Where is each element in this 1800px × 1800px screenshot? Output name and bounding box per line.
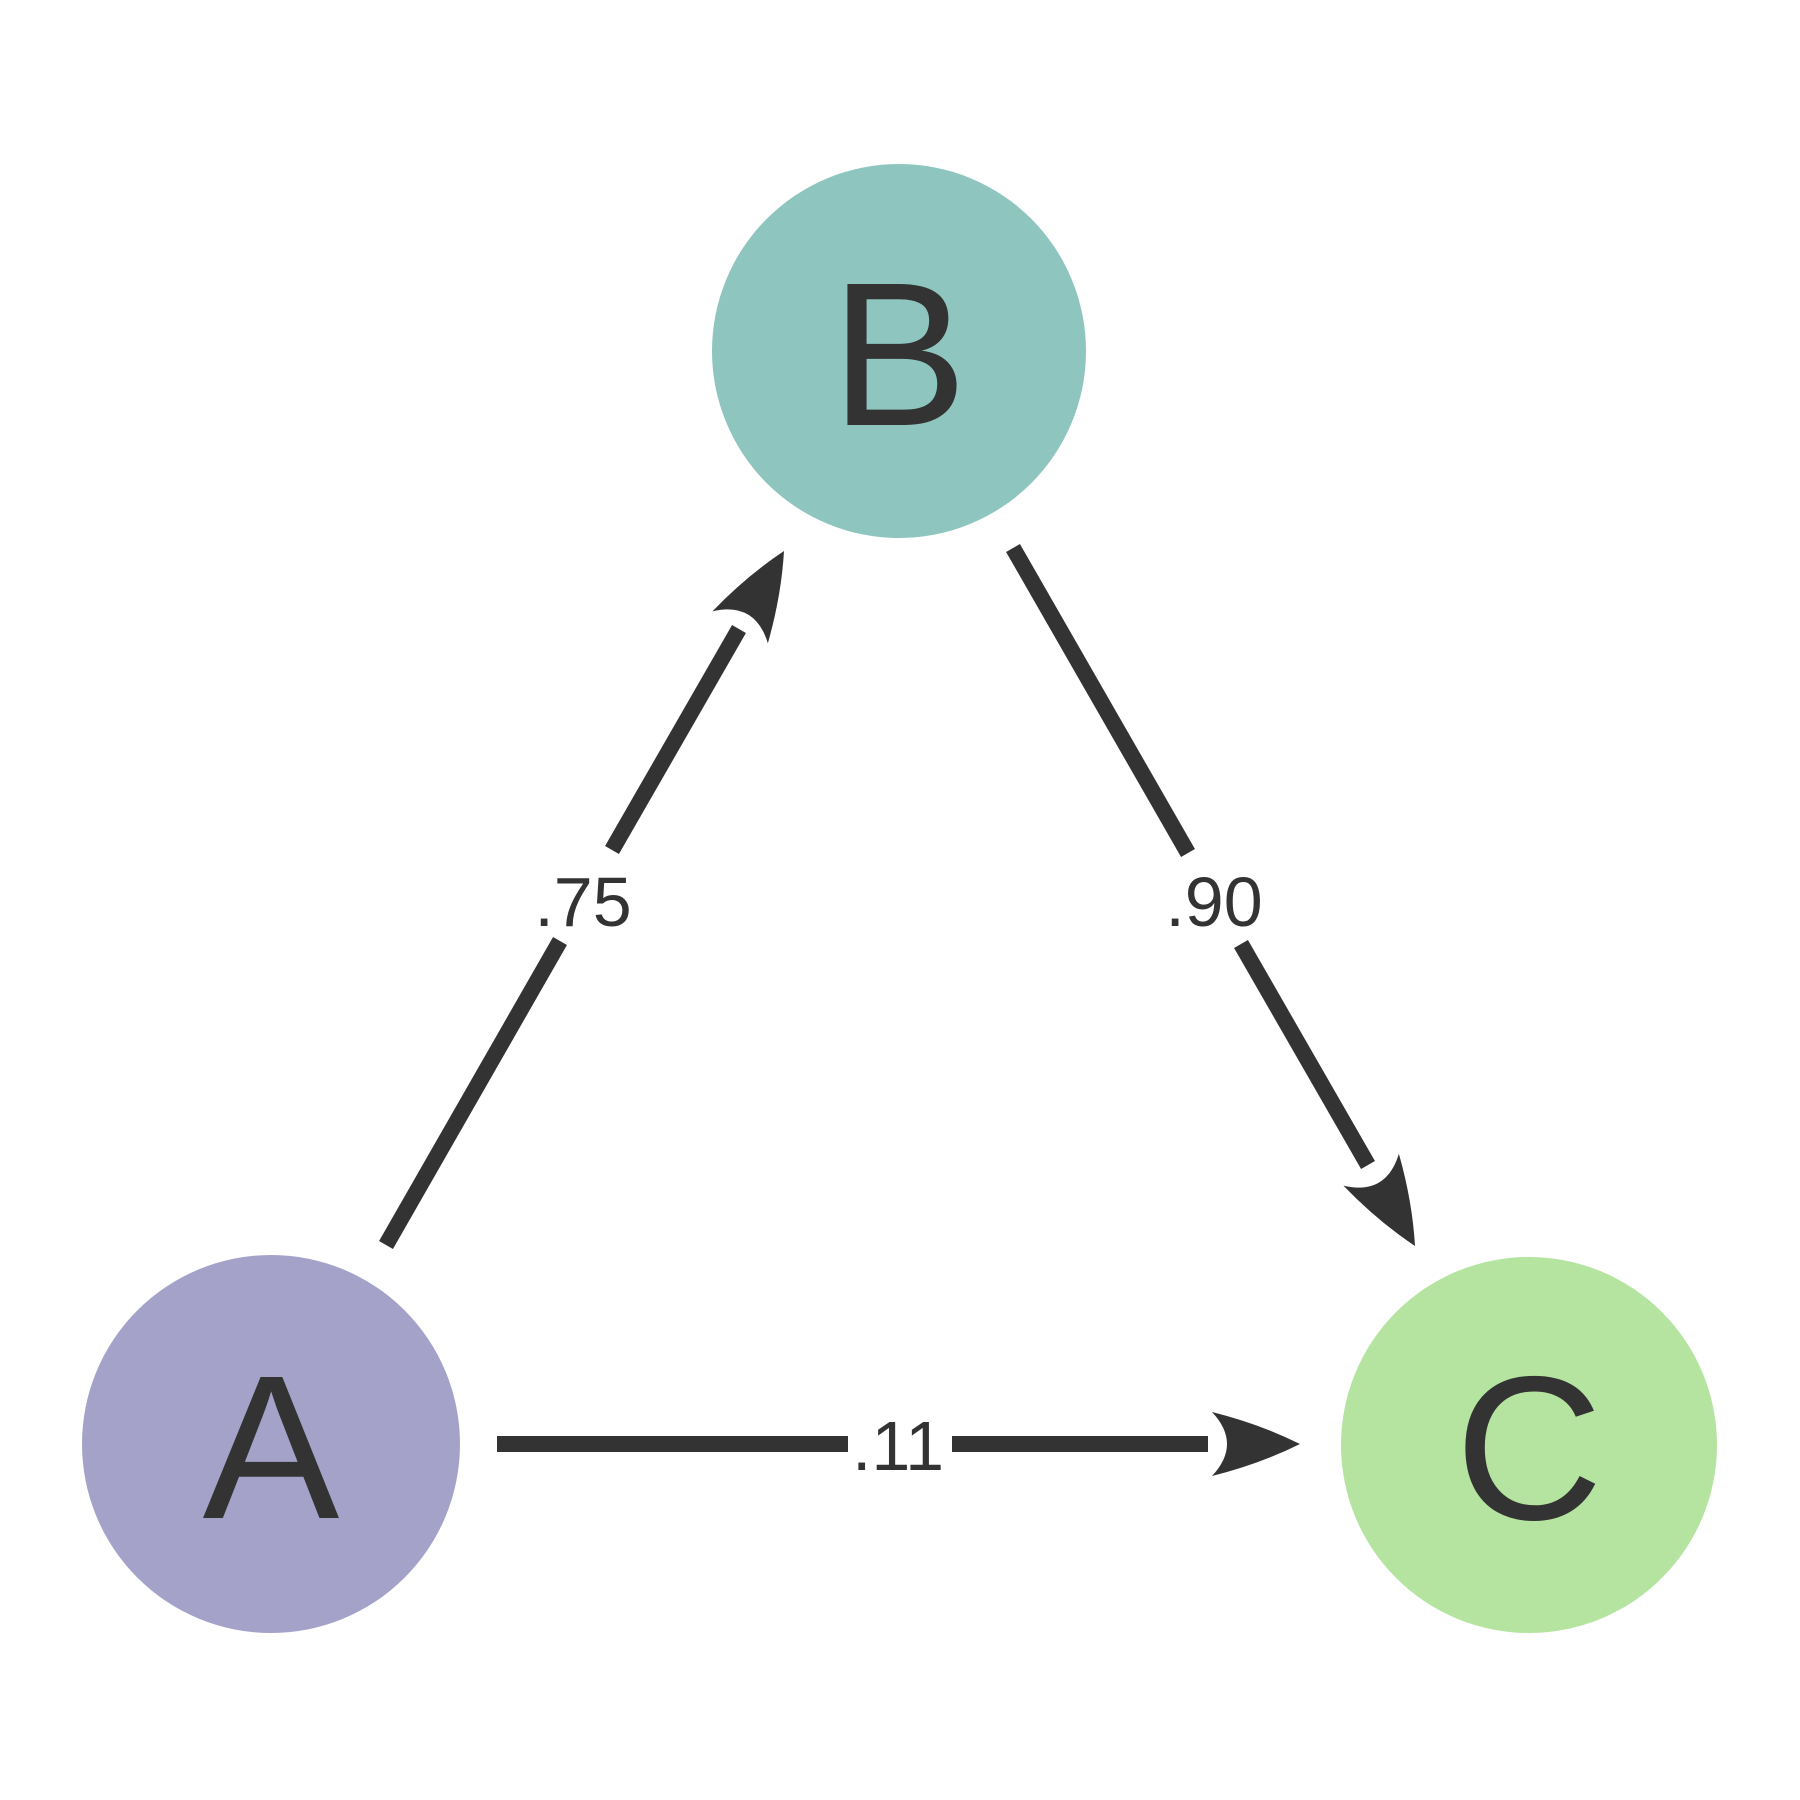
edge-b-c-arrowhead-icon — [1343, 1153, 1415, 1246]
edge-a-b: .75 — [379, 551, 784, 1249]
edge-a-c: .11 — [497, 1407, 1300, 1485]
edge-a-b-segment-lower — [379, 937, 567, 1249]
edge-a-b-arrowhead-icon — [712, 551, 784, 644]
edge-a-b-segment-upper — [605, 625, 746, 854]
edge-b-c-segment-upper — [1006, 544, 1195, 857]
edge-a-b-weight-label: .75 — [534, 863, 631, 941]
node-a-label: A — [203, 1333, 340, 1562]
node-b-label: B — [831, 240, 968, 469]
node-b: B — [712, 164, 1086, 538]
edge-a-c-arrowhead-icon — [1212, 1412, 1300, 1476]
edge-b-c-weight-label: .90 — [1165, 863, 1262, 941]
node-c: C — [1341, 1257, 1717, 1633]
node-b-circle — [712, 164, 1086, 538]
node-a: A — [82, 1255, 460, 1633]
node-a-circle — [82, 1255, 460, 1633]
edge-b-c: .90 — [1006, 544, 1415, 1246]
node-c-label: C — [1455, 1334, 1603, 1563]
edge-b-c-segment-lower — [1234, 940, 1375, 1169]
edge-a-c-weight-label: .11 — [852, 1407, 944, 1485]
node-c-circle — [1341, 1257, 1717, 1633]
